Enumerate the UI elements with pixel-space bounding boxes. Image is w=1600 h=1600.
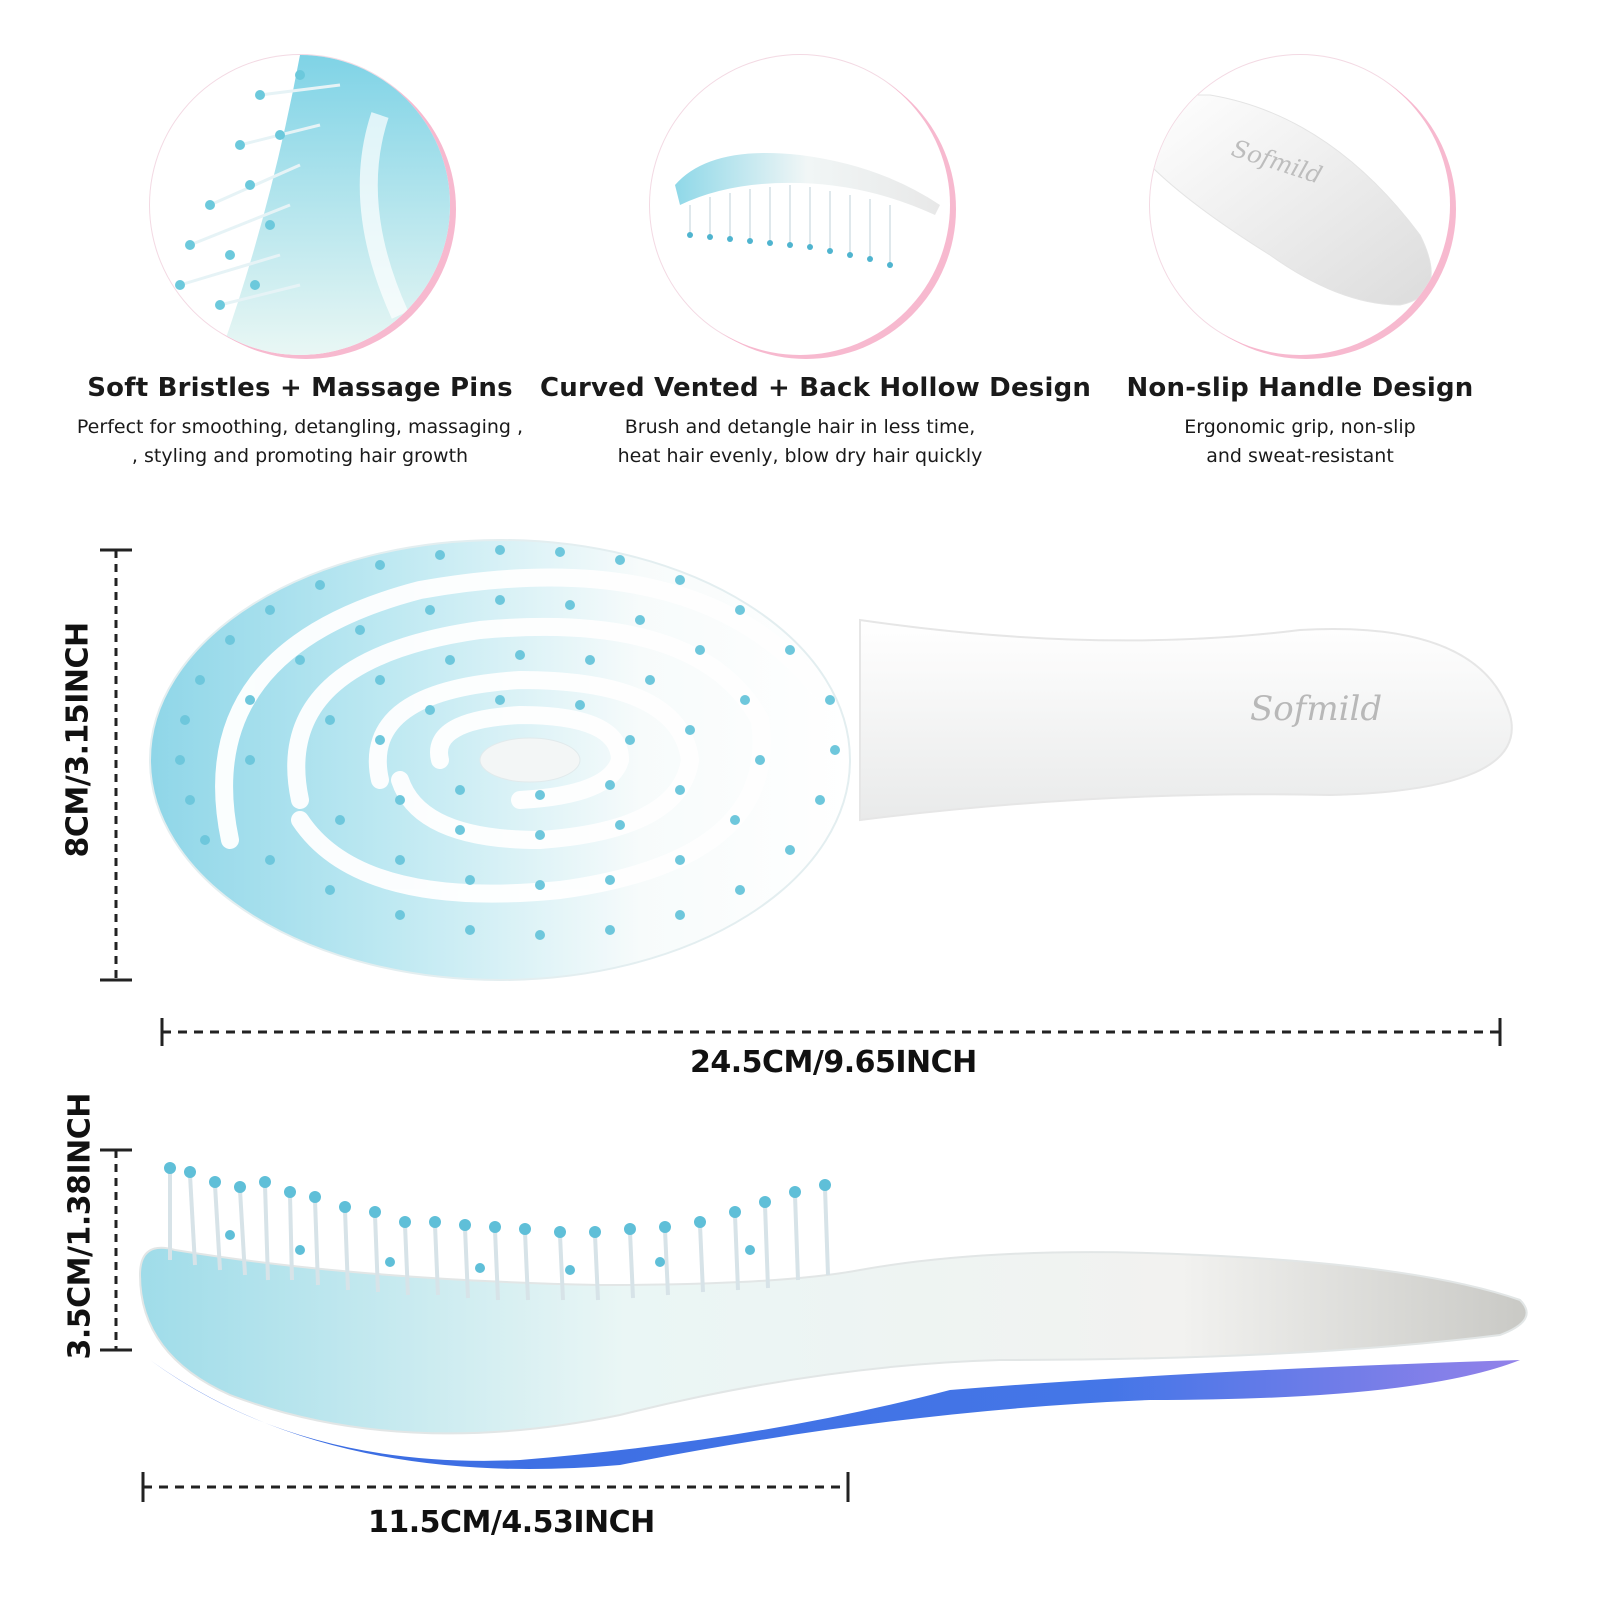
head-length-dimension-label: 11.5CM/4.53INCH [368, 1505, 655, 1540]
feature-line: Ergonomic grip, non-slip [1184, 416, 1416, 438]
height-dimension-label: 8CM/3.15INCH [60, 622, 96, 858]
thickness-dimension-label: 3.5CM/1.38INCH [62, 1093, 98, 1360]
feature-nonslip-handle: Sofmild Non-slip Handle Design Ergonomic… [1040, 55, 1560, 471]
feature-line: Brush and detangle hair in less time, [624, 416, 976, 438]
length-dimension-label: 24.5CM/9.65INCH [690, 1045, 977, 1080]
brush-side-view [138, 1162, 1528, 1470]
thickness-dimension-line [100, 1148, 132, 1352]
feature-title: Curved Vented + Back Hollow Design [540, 373, 1092, 403]
feature-soft-bristles: Soft Bristles + Massage Pins Perfect for… [40, 55, 560, 471]
feature-title: Non-slip Handle Design [1126, 373, 1474, 403]
feature-line: heat hair evenly, blow dry hair quickly [617, 445, 983, 467]
feature-title: Soft Bristles + Massage Pins [87, 373, 513, 403]
head-length-dimension-line [141, 1472, 850, 1502]
brand-logo: Sofmild [1250, 689, 1382, 729]
feature-curved-vented: Curved Vented + Back Hollow Design Brush… [540, 55, 1092, 471]
feature-line: and sweat-resistant [1206, 445, 1394, 467]
length-dimension-line [160, 1018, 1502, 1046]
feature-line: , styling and promoting hair growth [131, 445, 469, 467]
side-bristles [168, 1170, 830, 1301]
brush-top-view: Sofmild [149, 539, 1513, 981]
bristles-closeup-icon [150, 55, 450, 355]
feature-line: Perfect for smoothing, detangling, massa… [76, 416, 524, 438]
handle-closeup-icon: Sofmild [1150, 55, 1450, 355]
curved-brush-side-icon [650, 55, 950, 355]
bristle-pins [175, 545, 840, 940]
height-dimension-line [100, 548, 132, 982]
